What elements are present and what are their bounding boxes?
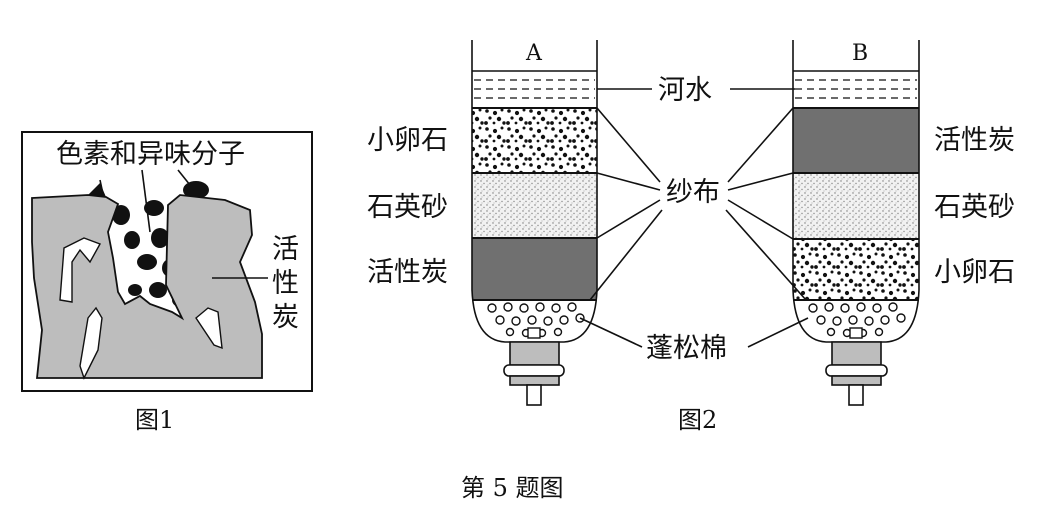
leader-molecule-3	[177, 169, 195, 191]
label-a-sand: 石英砂	[367, 192, 448, 223]
pore-channel-bottom	[79, 306, 103, 380]
bottle-a-sand-layer	[472, 173, 597, 238]
label-b-pebble: 小卵石	[934, 257, 1015, 288]
bottle-a-carbon-layer	[472, 238, 597, 300]
label-carbon-1: 活	[272, 234, 299, 265]
label-carbon-3: 炭	[272, 302, 299, 333]
bottle-b-sand-layer	[793, 173, 919, 239]
label-gauze: 纱布	[666, 177, 720, 208]
figure1: 色素和异味分子 活 性 炭 图1	[21, 131, 313, 434]
page-caption: 第 5 题图	[461, 474, 564, 502]
bottle-a-letter: A	[525, 41, 543, 66]
label-b-sand: 石英砂	[934, 192, 1015, 223]
bottle-a-nozzle	[526, 384, 542, 406]
bottle-a-water	[474, 79, 595, 99]
leader-molecule-2	[141, 169, 151, 233]
bottle-a: A	[471, 40, 598, 406]
leader-molecule-1	[99, 179, 104, 195]
bottle-b-nozzle	[848, 384, 864, 406]
label-cotton: 蓬松棉	[646, 333, 727, 364]
pore-channel-left	[59, 237, 102, 303]
bottle-b-letter: B	[852, 41, 868, 66]
label-carbon-2: 性	[272, 268, 299, 299]
figure2-caption: 图2	[678, 406, 717, 434]
label-molecules: 色素和异味分子	[56, 139, 245, 170]
figure1-caption: 图1	[135, 406, 174, 434]
label-a-carbon: 活性炭	[367, 257, 448, 288]
label-river-water: 河水	[658, 75, 712, 106]
bottle-b: B	[792, 40, 920, 406]
bottle-a-gauze	[472, 107, 597, 301]
bottle-b-gauze	[793, 107, 919, 301]
bottle-b-cap	[831, 341, 882, 366]
label-a-pebble: 小卵石	[367, 125, 448, 156]
label-b-carbon: 活性炭	[934, 125, 1015, 156]
pore-channel-right	[195, 307, 223, 350]
bottle-b-carbon-layer	[793, 108, 919, 173]
bottle-a-cap	[509, 341, 560, 366]
bottle-a-pebble-layer	[472, 108, 597, 173]
figure2-leaders	[579, 88, 809, 348]
bottle-b-pebble-layer	[793, 239, 919, 300]
bottle-b-water	[795, 79, 917, 99]
